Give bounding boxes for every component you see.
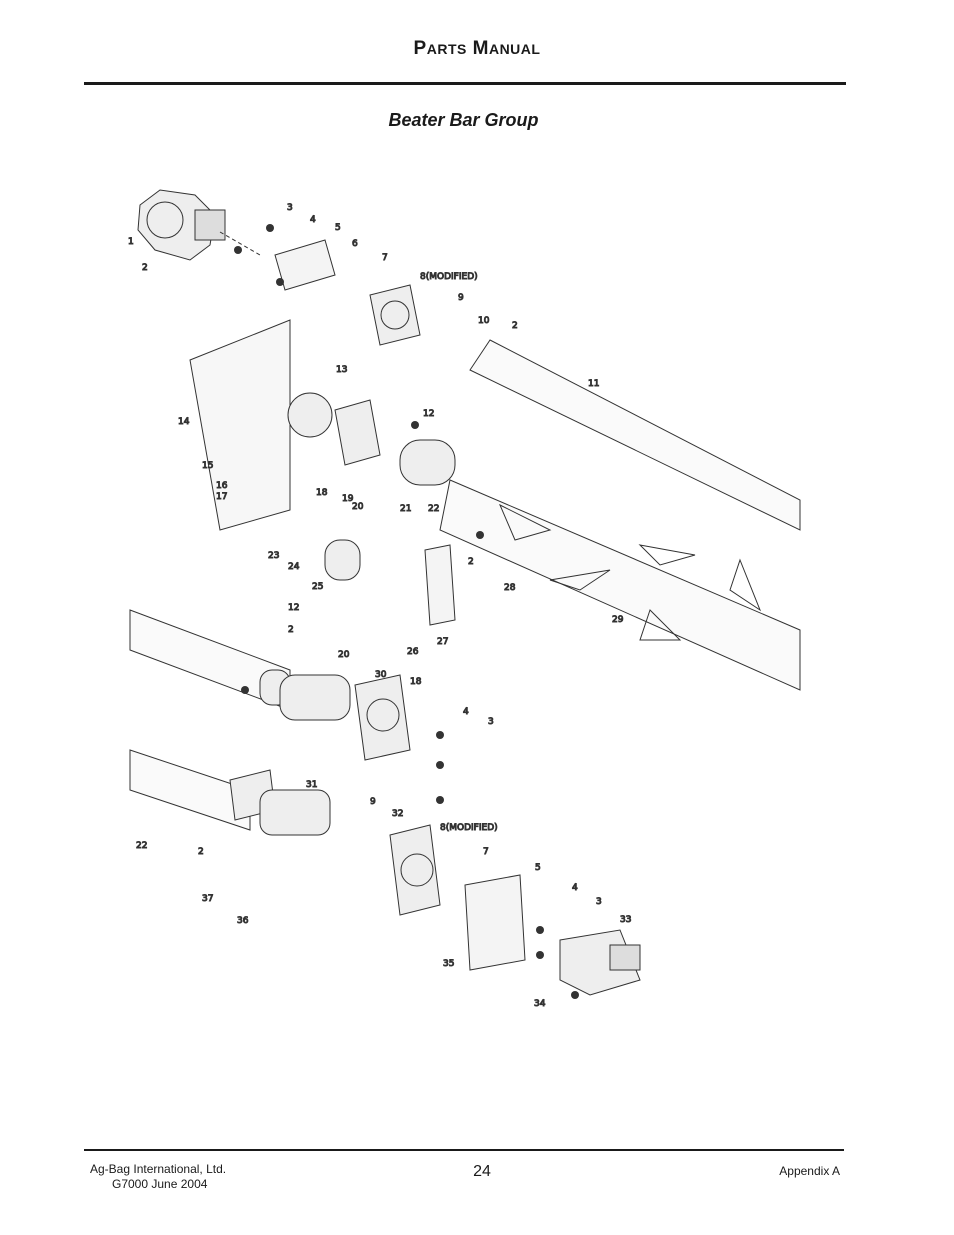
callout-label: 3: [488, 717, 494, 727]
callout-label: 23: [268, 551, 279, 561]
callout-label: 12: [423, 409, 434, 419]
callout-label: 33: [620, 915, 631, 925]
callout-label: 22: [136, 841, 147, 851]
callout-label: 8(MODIFIED): [440, 823, 498, 833]
callout-label: 8(MODIFIED): [420, 272, 478, 282]
callout-label: 35: [443, 959, 454, 969]
callout-label: 37: [202, 894, 213, 904]
hydraulic-motor-upper: [137, 189, 261, 261]
callout-label: 5: [335, 223, 341, 233]
callout-label: 20: [338, 650, 350, 660]
callout-label: 16: [216, 481, 228, 491]
callout-label: 24: [288, 562, 300, 572]
callout-label: 4: [310, 215, 316, 225]
callout-label: 1: [128, 237, 134, 247]
footer-model-date: G7000 June 2004: [112, 1177, 208, 1191]
callout-label: 4: [463, 707, 469, 717]
callout-label: 14: [178, 417, 190, 427]
callout-label: 7: [382, 253, 388, 263]
callout-label: 4: [572, 883, 578, 893]
footer-company-block: Ag-Bag International, Ltd. G7000 June 20…: [90, 1162, 226, 1192]
callout-label: 21: [400, 504, 411, 514]
callout-label: 2: [468, 557, 474, 567]
callout-label: 9: [458, 293, 464, 303]
callout-label: 15: [202, 461, 213, 471]
callout-label: 10: [478, 316, 490, 326]
callout-label: 22: [428, 504, 439, 514]
callout-label: 2: [288, 625, 294, 635]
callout-label: 17: [216, 492, 227, 502]
section-title: Beater Bar Group: [388, 110, 539, 130]
callout-label: 28: [504, 583, 516, 593]
callout-label: 18: [316, 488, 328, 498]
callout-label: 11: [588, 379, 599, 389]
callout-label: 2: [198, 847, 204, 857]
footer-company: Ag-Bag International, Ltd.: [90, 1162, 227, 1176]
callout-label: 2: [142, 263, 148, 273]
page-header-title: PARTS MANUAL: [413, 38, 541, 59]
footer-rule: [84, 1149, 844, 1151]
callout-label: 18: [410, 677, 422, 687]
callout-label: 27: [437, 637, 448, 647]
hydraulic-pump-lower: [559, 929, 641, 996]
callout-label: 30: [375, 670, 387, 680]
page-number: 24: [473, 1163, 491, 1180]
callout-label: 3: [596, 897, 602, 907]
callout-label: 26: [407, 647, 419, 657]
header-rule: [84, 82, 846, 85]
callout-label: 5: [535, 863, 541, 873]
callout-label: 12: [288, 603, 299, 613]
callout-label: 31: [306, 780, 317, 790]
callout-label: 3: [287, 203, 293, 213]
callout-label: 9: [370, 797, 376, 807]
callout-label: 20: [352, 502, 364, 512]
callout-label: 13: [336, 365, 347, 375]
callout-label: 36: [237, 916, 249, 926]
callout-label: 34: [534, 999, 546, 1009]
exploded-parts-diagram: 1 2 3 4 5 6 7 8(MODIFIED) 9 10 2 11 12 1…: [128, 189, 801, 1010]
callout-label: 6: [352, 239, 358, 249]
callout-label: 2: [512, 321, 518, 331]
callout-label: 25: [312, 582, 323, 592]
callout-label: 7: [483, 847, 489, 857]
callout-label: 29: [612, 615, 624, 625]
callout-label: 32: [392, 809, 403, 819]
footer-appendix: Appendix A: [779, 1164, 840, 1178]
callout-label: 19: [342, 494, 354, 504]
